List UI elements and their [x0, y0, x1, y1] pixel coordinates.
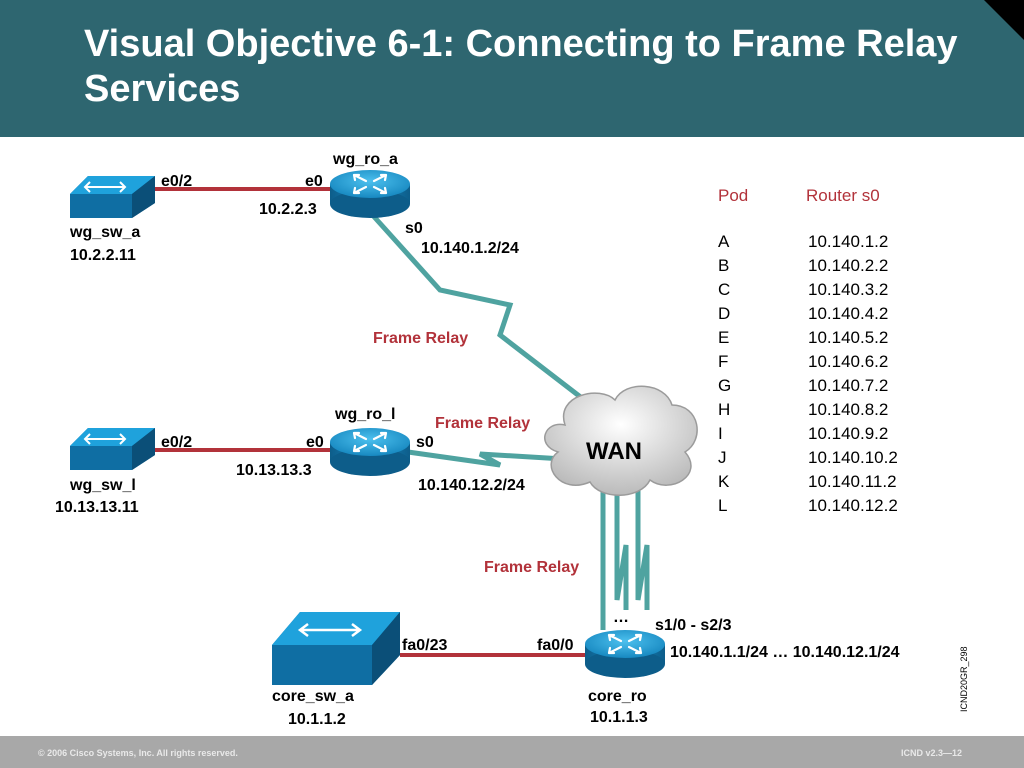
pod-router-ip: 10.140.8.2 — [808, 400, 889, 419]
pod-router-ip: 10.140.1.2 — [808, 232, 889, 251]
core-sw-a-ip: 10.1.1.2 — [288, 711, 346, 728]
pod-router-ip: 10.140.5.2 — [808, 328, 889, 347]
switch-wg-sw-a — [70, 176, 155, 218]
pod-letter: J — [718, 448, 727, 467]
switch-core-sw-a — [272, 612, 400, 685]
pod-router-ip: 10.140.4.2 — [808, 304, 889, 323]
page-number: ICND v2.3—12 — [900, 748, 962, 758]
wg-ro-l-serial-port: s0 — [416, 434, 434, 451]
pod-letter: L — [718, 496, 728, 515]
pod-router-ip: 10.140.2.2 — [808, 256, 889, 275]
pod-letter: K — [718, 472, 730, 491]
pod-header: Pod — [718, 186, 749, 205]
wg-ro-a-serial-port: s0 — [405, 220, 423, 237]
page-title: Visual Objective 6-1: Connecting to Fram… — [84, 23, 958, 110]
frame-relay-label-core: Frame Relay — [484, 559, 579, 576]
wg-sw-a-ip: 10.2.2.11 — [70, 247, 136, 264]
core-ro-eth-port: fa0/0 — [537, 637, 574, 654]
pod-letter: F — [718, 352, 729, 371]
pod-router-ip: 10.140.12.2 — [808, 496, 898, 515]
serial-links — [366, 208, 650, 630]
router-core-ro — [585, 630, 665, 678]
router-s0-header: Router s0 — [806, 186, 880, 205]
frame-relay-link-core-2 — [614, 468, 629, 610]
router-wg-ro-a — [330, 170, 410, 218]
pod-router-ip: 10.140.6.2 — [808, 352, 889, 371]
core-sw-a-port: fa0/23 — [402, 637, 447, 654]
frame-relay-link-core-3 — [635, 468, 650, 610]
pod-router-ip: 10.140.11.2 — [808, 472, 897, 491]
switch-wg-sw-l — [70, 428, 155, 470]
core-ro-serial-ports: s1/0 - s2/3 — [655, 617, 732, 634]
pod-letter: I — [718, 424, 723, 443]
pod-letter: A — [718, 232, 730, 251]
pod-router-ip: 10.140.7.2 — [808, 376, 889, 395]
pod-letter: H — [718, 400, 731, 419]
wg-sw-l-port: e0/2 — [161, 434, 192, 451]
ethernet-links — [155, 187, 588, 657]
figure-id-label: ICND20GR_298 — [959, 646, 969, 712]
pod-router-ip: 10.140.9.2 — [808, 424, 889, 443]
core-sw-a-name: core_sw_a — [272, 688, 354, 705]
pod-letter: B — [718, 256, 730, 275]
title-bar: Visual Objective 6-1: Connecting to Fram… — [0, 0, 1024, 137]
pod-letter: E — [718, 328, 730, 347]
wg-ro-l-eth-ip: 10.13.13.3 — [236, 462, 312, 479]
pod-letter: D — [718, 304, 731, 323]
footer: © 2006 Cisco Systems, Inc. All rights re… — [0, 736, 1024, 768]
frame-relay-link-a — [366, 208, 602, 414]
wan-cloud: WAN — [544, 385, 698, 496]
wg-sw-a-port: e0/2 — [161, 173, 192, 190]
wg-sw-l-name: wg_sw_l — [69, 477, 136, 494]
pod-letter: C — [718, 280, 731, 299]
corner-decoration — [984, 0, 1024, 40]
core-ro-name: core_ro — [588, 688, 647, 705]
core-ro-ip: 10.1.1.3 — [590, 709, 648, 726]
wg-ro-a-name: wg_ro_a — [332, 151, 398, 168]
core-ro-ellipsis: … — [613, 609, 629, 626]
pod-router-ip: 10.140.10.2 — [808, 448, 898, 467]
wan-label: WAN — [586, 438, 642, 465]
wg-sw-l-ip: 10.13.13.11 — [55, 499, 139, 516]
wg-ro-a-serial-ip: 10.140.1.2/24 — [421, 240, 519, 257]
wg-ro-l-eth-port: e0 — [306, 434, 324, 451]
pod-letter: G — [718, 376, 732, 395]
frame-relay-label-l: Frame Relay — [435, 415, 530, 432]
wg-ro-a-eth-port: e0 — [305, 173, 323, 190]
wg-ro-l-serial-ip: 10.140.12.2/24 — [418, 477, 525, 494]
wg-ro-l-name: wg_ro_l — [334, 406, 395, 423]
frame-relay-label-a: Frame Relay — [373, 330, 468, 347]
wg-sw-a-name: wg_sw_a — [69, 224, 140, 241]
wg-ro-a-eth-ip: 10.2.2.3 — [259, 201, 317, 218]
copyright-text: © 2006 Cisco Systems, Inc. All rights re… — [38, 748, 238, 758]
router-wg-ro-l — [330, 428, 410, 476]
pod-router-ip: 10.140.3.2 — [808, 280, 889, 299]
core-ro-serial-ips: 10.140.1.1/24 … 10.140.12.1/24 — [670, 644, 900, 661]
network-diagram: WAN e0/2 wg_sw_a 10.2.2 — [55, 151, 969, 728]
frame-relay-link-l — [407, 449, 581, 468]
